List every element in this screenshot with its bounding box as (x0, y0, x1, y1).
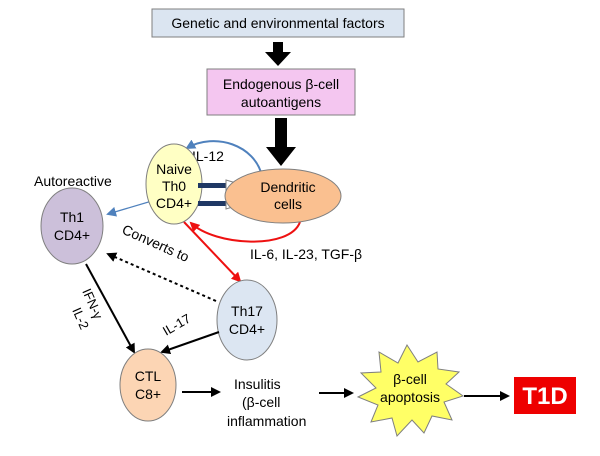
insulitis-label-line3: inflammation (227, 413, 306, 429)
insulitis-label-line2: (β-cell (242, 394, 280, 410)
ctl-cell (119, 348, 177, 422)
converts-to-label: Converts to (120, 221, 192, 265)
ctl-label-line1: CTL (135, 368, 162, 384)
cytokines-label: IL-6, IL-23, TGF-β (250, 246, 362, 262)
big-arrow-genetic-to-antigen (265, 42, 291, 66)
il12-label: IL-12 (192, 148, 224, 164)
ctl-label-line2: C8+ (135, 386, 161, 402)
dendritic-cell (224, 168, 342, 224)
autoantigens-label-line2: autoantigens (241, 94, 321, 110)
insulitis-label-line1: Insulitis (234, 376, 281, 392)
th17-label-line2: CD4+ (229, 321, 265, 337)
il17-label: IL-17 (160, 311, 193, 339)
receptor-connector-bottom (198, 201, 228, 206)
th17-label-line1: Th17 (231, 303, 263, 319)
th1-label-line1: Th1 (60, 209, 84, 225)
th1-cell (40, 187, 104, 265)
cytokine-red-arrow (189, 221, 301, 243)
genetic-factors-label: Genetic and environmental factors (171, 15, 384, 31)
t1d-box (514, 377, 576, 414)
autoantigens-label-line1: Endogenous β-cell (223, 76, 339, 92)
naive-to-th17-arrow (183, 221, 242, 283)
genetic-factors-box (151, 8, 405, 38)
dendritic-label-line1: Dendritic (260, 179, 315, 195)
th17-cell (216, 279, 278, 361)
il12-arrow (185, 139, 263, 177)
apoptosis-burst (356, 343, 465, 437)
big-arrow-antigen-to-dendritic (266, 118, 296, 166)
th1-label-line2: CD4+ (54, 227, 90, 243)
apoptosis-label-line2: apoptosis (380, 389, 440, 405)
receptor-connector-top (198, 183, 228, 188)
naive-label-line1: Naive (156, 161, 192, 177)
apoptosis-label-line1: β-cell (393, 371, 427, 387)
converts-to-arrow (106, 252, 217, 302)
th17-to-ctl-arrow (160, 331, 220, 355)
th1-to-ctl-arrow (85, 263, 135, 354)
naive-label-line2: Th0 (162, 178, 186, 194)
autoantigens-box (206, 68, 356, 116)
autoreactive-label: Autoreactive (34, 173, 112, 189)
dendritic-label-line2: cells (274, 196, 302, 212)
naive-label-line3: CD4+ (156, 195, 192, 211)
t1d-label: T1D (522, 383, 567, 410)
